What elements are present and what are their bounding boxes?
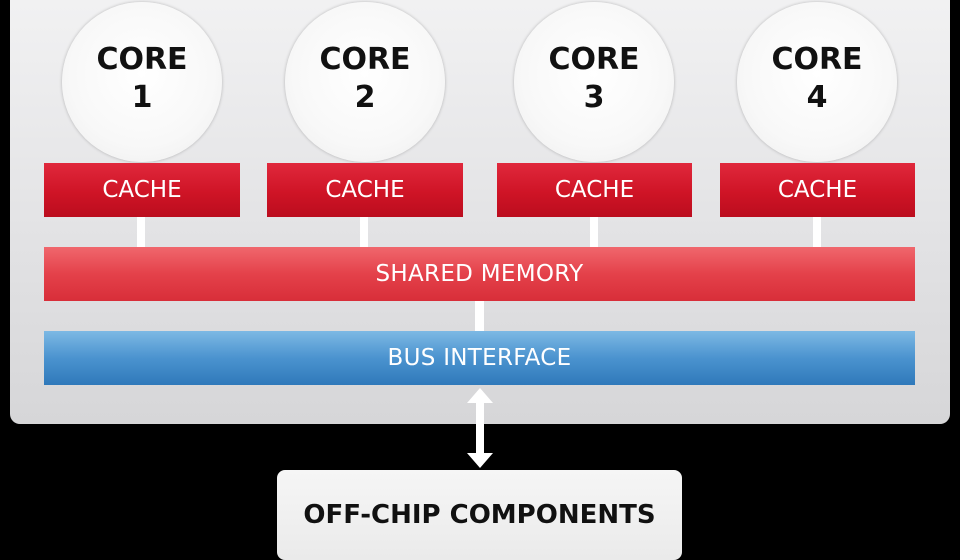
cache-4-label: CACHE bbox=[777, 177, 858, 203]
cache-2-connector bbox=[360, 217, 368, 247]
core-4-circle: CORE 4 bbox=[737, 2, 897, 162]
cache-2-box: CACHE bbox=[267, 163, 463, 217]
core-2-circle: CORE 2 bbox=[285, 2, 445, 162]
cache-1-box: CACHE bbox=[44, 163, 240, 217]
cache-1-connector bbox=[137, 217, 145, 247]
off-chip-components-box: OFF-CHIP COMPONENTS bbox=[277, 470, 682, 560]
cache-4-connector bbox=[813, 217, 821, 247]
core-3-circle: CORE 3 bbox=[514, 2, 674, 162]
cache-3-box: CACHE bbox=[497, 163, 692, 217]
core-3-label: CORE bbox=[548, 42, 640, 77]
cache-3-connector bbox=[590, 217, 598, 247]
core-1-circle: CORE 1 bbox=[62, 2, 222, 162]
cache-3-label: CACHE bbox=[554, 177, 635, 203]
core-2-label: CORE bbox=[319, 42, 411, 77]
core-4-label: CORE bbox=[771, 42, 863, 77]
off-chip-components-label: OFF-CHIP COMPONENTS bbox=[303, 500, 656, 530]
shared-memory-label: SHARED MEMORY bbox=[375, 261, 584, 287]
bus-interface-bar: BUS INTERFACE bbox=[44, 331, 915, 385]
bidirectional-arrow-icon bbox=[467, 388, 493, 468]
core-3-number: 3 bbox=[583, 80, 605, 115]
core-2-number: 2 bbox=[354, 80, 376, 115]
core-1-number: 1 bbox=[131, 80, 153, 115]
core-4-number: 4 bbox=[806, 80, 828, 115]
cache-1-label: CACHE bbox=[102, 177, 182, 203]
memory-bus-connector bbox=[475, 301, 484, 331]
cache-2-label: CACHE bbox=[325, 177, 405, 203]
core-1-label: CORE bbox=[96, 42, 188, 77]
bus-interface-label: BUS INTERFACE bbox=[387, 345, 572, 371]
shared-memory-bar: SHARED MEMORY bbox=[44, 247, 915, 301]
cache-4-box: CACHE bbox=[720, 163, 915, 217]
